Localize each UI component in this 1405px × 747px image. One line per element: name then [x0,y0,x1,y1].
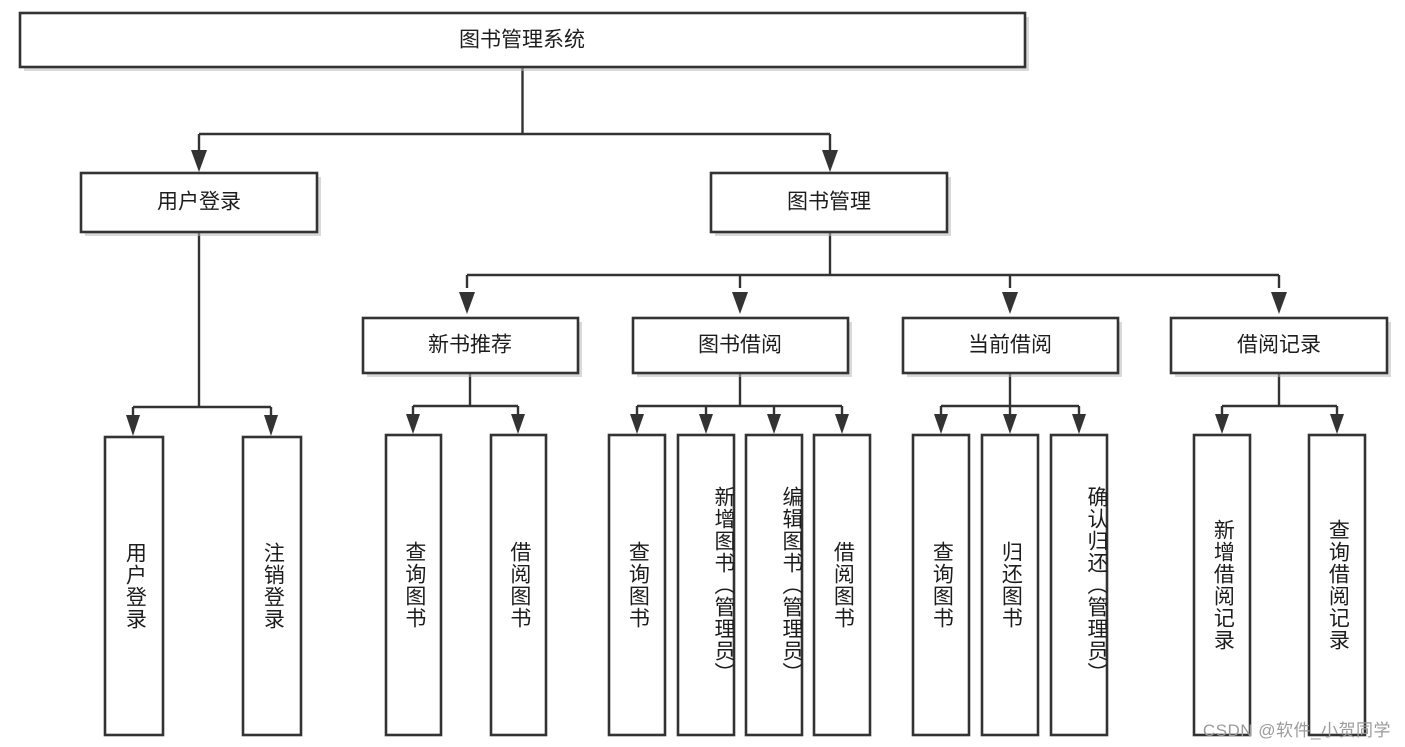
leaf-current-borrow-2-rect [980,433,1040,737]
arrowhead-newbook-leaf-2 [511,414,525,434]
arrowhead-borrowrecord-leaf-2 [1330,414,1344,434]
leaf-book-borrow-1[interactable]: 查询图书 [607,433,667,737]
node-current-borrow-rect [901,316,1120,375]
leaf-book-borrow-4-label: 借阅图书 [831,541,855,629]
leaf-user-login-2[interactable]: 注销登录 [241,435,303,737]
leaf-current-borrow-3-rect [1049,433,1109,737]
leaf-current-borrow-1-rect [911,433,971,737]
leaf-book-borrow-2-rect [676,433,736,737]
leaf-user-login-1[interactable]: 用户登录 [103,435,165,737]
leaf-book-borrow-4-rect [812,433,872,737]
node-borrow-record-label: 借阅记录 [1237,334,1321,357]
leaf-book-borrow-2[interactable]: 新增图书（管理员） [676,433,736,737]
node-book-borrow-rect [631,316,850,375]
leaf-book-borrow-2-label: 新增图书（管理员） [712,486,734,684]
node-book-management[interactable]: 图书管理 [709,171,951,236]
leaf-book-borrow-1-rect [607,433,667,737]
node-user-login-label: 用户登录 [157,191,241,214]
leaf-borrow-record-1-rect [1192,433,1252,737]
arrowhead-to-book-borrow [732,292,748,314]
leaf-user-login-1-rect [103,435,165,737]
arrowhead-newbook-leaf-1 [406,414,420,434]
arrowhead-bookborrow-leaf-4 [835,414,849,434]
leaf-current-borrow-1[interactable]: 查询图书 [911,433,971,737]
arrowhead-currentborrow-leaf-2 [1003,414,1017,434]
arrowhead-bookborrow-leaf-1 [630,414,644,434]
arrowhead-login-leaf-2 [264,415,278,436]
leaf-borrow-record-2-label: 查询借阅记录 [1326,519,1350,651]
arrowhead-bookborrow-leaf-3 [767,414,781,434]
node-book-borrow[interactable]: 图书借阅 [631,316,852,377]
leaf-book-borrow-3-rect [744,433,804,737]
node-borrow-record[interactable]: 借阅记录 [1169,316,1391,377]
arrowhead-to-current-borrow [1002,292,1018,314]
leaf-book-borrow-4[interactable]: 借阅图书 [812,433,872,737]
node-root-label: 图书管理系统 [459,29,585,52]
node-book-management-rect [709,171,949,234]
node-new-book-recommend-label: 新书推荐 [428,334,512,357]
node-current-borrow[interactable]: 当前借阅 [901,316,1122,377]
node-root[interactable]: 图书管理系统 [18,11,1029,71]
leaf-user-login-2-rect [241,435,303,737]
arrowhead-to-borrow-record [1271,292,1287,314]
leaf-borrow-record-1[interactable]: 新增借阅记录 [1192,433,1252,737]
leaf-current-borrow-1-label: 查询图书 [930,541,954,629]
node-current-borrow-label: 当前借阅 [968,334,1052,357]
arrowhead-to-new-book [459,292,475,314]
node-user-login-rect [79,171,319,234]
arrowhead-bookborrow-leaf-2 [699,414,713,434]
leaf-user-login-2-label: 注销登录 [261,542,285,630]
arrowhead-to-user-login [191,150,207,172]
arrowhead-currentborrow-leaf-3 [1072,414,1086,434]
node-new-book-recommend[interactable]: 新书推荐 [361,316,582,377]
leaf-current-borrow-3[interactable]: 确认归还（管理员） [1049,433,1109,737]
node-user-login[interactable]: 用户登录 [79,171,321,236]
node-book-borrow-label: 图书借阅 [698,334,782,357]
node-root-rect [18,11,1027,69]
leaf-current-borrow-3-label: 确认归还（管理员） [1085,486,1107,684]
leaf-user-login-1-label: 用户登录 [123,542,147,630]
leaf-book-borrow-3-label: 编辑图书（管理员） [780,486,802,684]
leaf-current-borrow-2[interactable]: 归还图书 [980,433,1040,737]
arrowhead-borrowrecord-leaf-1 [1215,414,1229,434]
leaf-new-book-1[interactable]: 查询图书 [384,433,443,737]
leaf-book-borrow-3[interactable]: 编辑图书（管理员） [744,433,804,737]
leaf-book-borrow-1-label: 查询图书 [626,541,650,629]
leaf-new-book-2-label: 借阅图书 [507,541,531,629]
leaf-new-book-1-rect [384,433,443,737]
node-book-management-label: 图书管理 [787,191,871,214]
csdn-watermark: CSDN @软件_小贺同学 [1202,721,1391,740]
node-borrow-record-rect [1169,316,1389,375]
arrowhead-login-leaf-1 [126,415,140,436]
leaf-current-borrow-2-label: 归还图书 [999,541,1023,629]
leaf-new-book-2-rect [489,433,548,737]
leaf-new-book-2[interactable]: 借阅图书 [489,433,548,737]
leaf-borrow-record-1-label: 新增借阅记录 [1211,519,1235,651]
arrowhead-to-book-management [822,150,838,172]
leaf-borrow-record-2-rect [1307,433,1367,737]
leaf-borrow-record-2[interactable]: 查询借阅记录 [1307,433,1367,737]
arrowhead-currentborrow-leaf-1 [934,414,948,434]
leaf-new-book-1-label: 查询图书 [402,541,426,629]
node-new-book-recommend-rect [361,316,580,375]
connectors-layer [126,67,1344,436]
